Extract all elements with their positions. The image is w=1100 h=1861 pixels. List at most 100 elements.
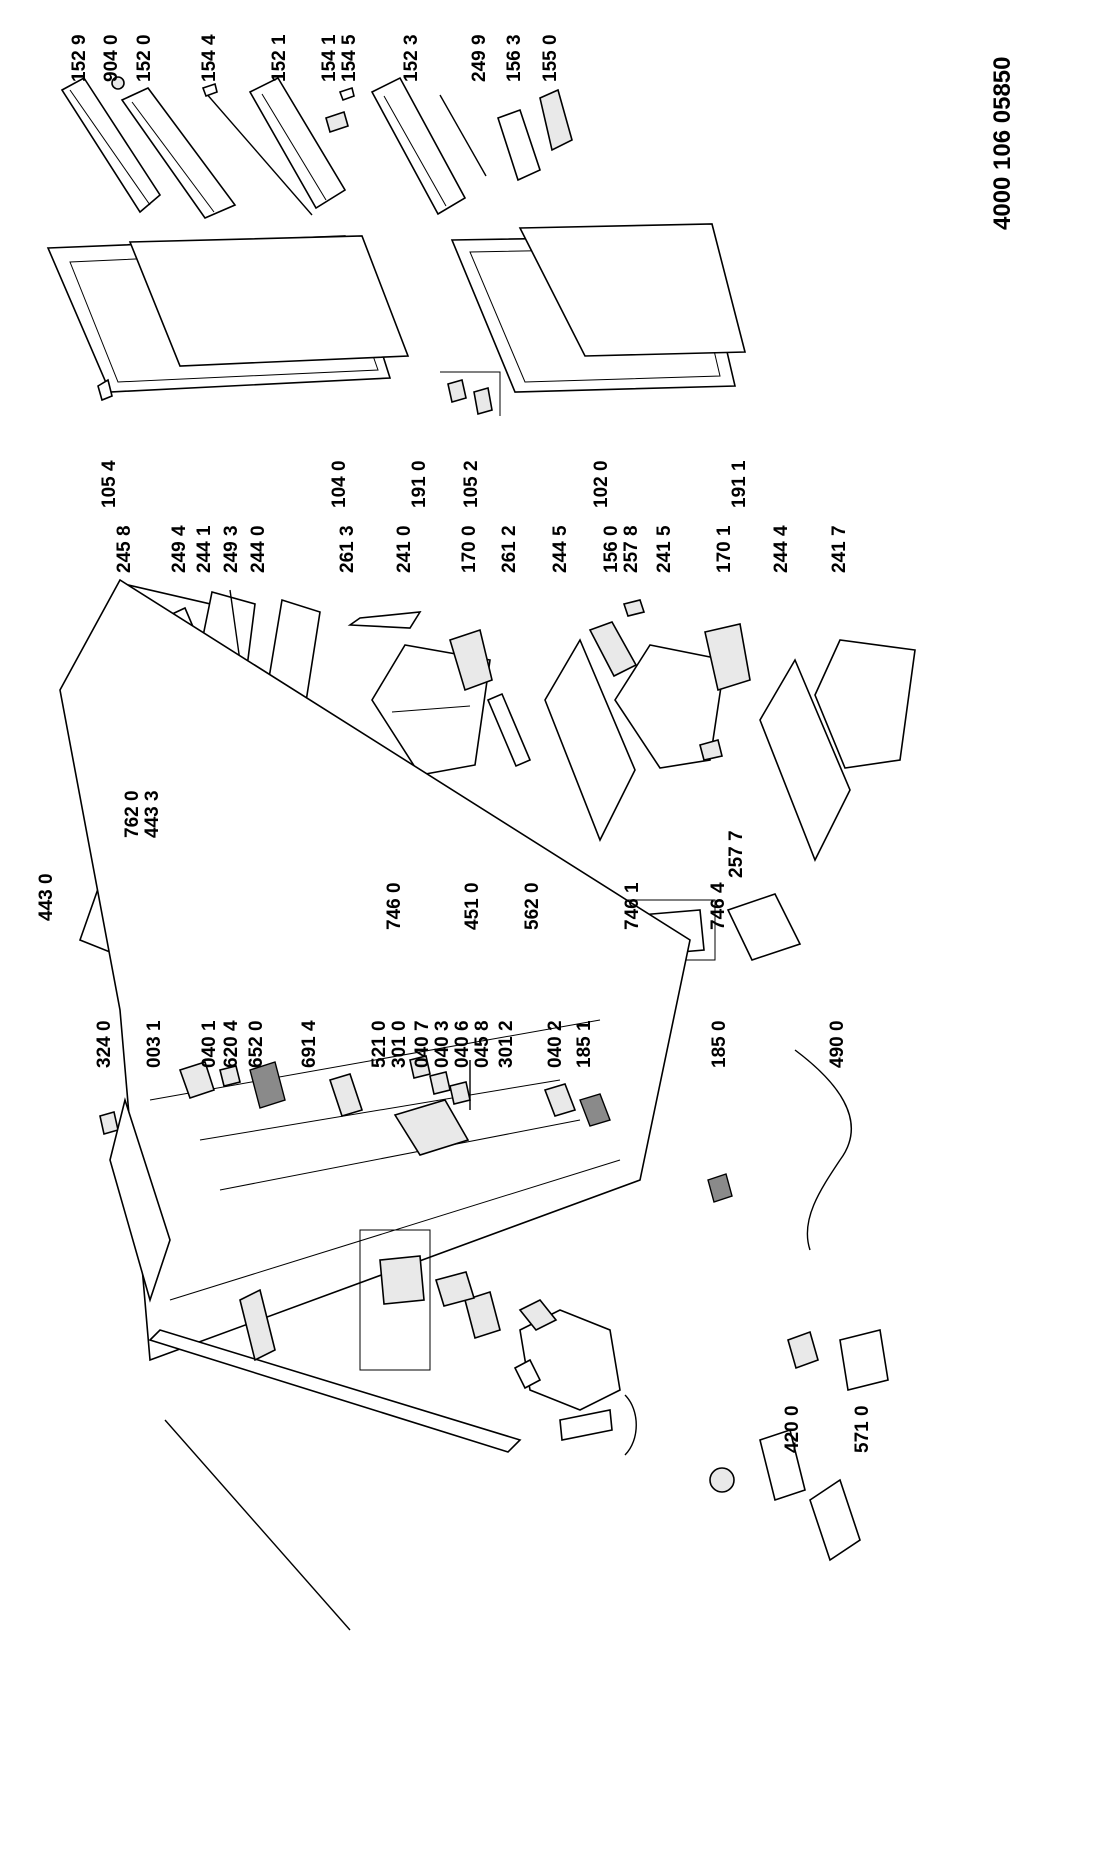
part-1545 [338,86,355,102]
callout-2444: 244 4 [771,525,792,573]
part-1701 [704,623,751,692]
callout-0403: 040 3 [432,1020,453,1068]
part-2577 [699,739,723,761]
part-1052 [440,371,501,416]
glass-cover-2445 [544,638,636,842]
callout-4433: 443 3 [142,790,163,838]
part-0407 [409,1055,431,1079]
callout-2417: 241 7 [829,525,850,573]
callout-4430: 443 0 [36,873,57,921]
part-7813 [513,1358,542,1390]
door-gasket-1911 [518,223,747,357]
part-1544 [201,82,313,216]
part-1550 [539,88,573,152]
callout-1911: 191 1 [729,460,750,508]
part-2499 [439,94,487,177]
part-1054 [97,378,113,402]
callout-0458: 045 8 [472,1020,493,1068]
callout-3240: 324 0 [94,1020,115,1068]
callout-1545: 154 5 [339,34,360,82]
callout-1521: 152 1 [269,34,290,82]
part-1563 [497,108,541,182]
callout-1851: 185 1 [574,1020,595,1068]
callout-0406: 040 6 [452,1020,473,1068]
door-gasket-1910 [128,235,410,367]
drawer-2415 [614,644,726,769]
callout-1529: 152 9 [69,34,90,82]
part-6430 [434,1271,476,1307]
part-2578 [622,599,646,617]
part-6140 [709,1467,735,1493]
callout-1910: 191 0 [409,460,430,508]
callout-2410: 241 0 [394,525,415,573]
rail-2612 [486,692,532,768]
callout-2613a: 261 3 [337,525,358,573]
door-shelf-1520 [120,87,237,219]
panel-0031 [109,1097,171,1303]
callout-1544: 154 4 [199,34,220,82]
part-1851 [579,1093,611,1127]
door-shelf-1523 [370,76,467,216]
callout-0401: 040 1 [199,1020,220,1068]
callout-0031: 003 1 [144,1020,165,1068]
callout-6520: 652 0 [246,1020,267,1068]
part-0408 [464,1290,501,1340]
callout-2441: 244 1 [194,525,215,573]
callout-6914: 691 4 [299,1020,320,1068]
callout-4510: 451 0 [462,882,483,930]
cabinet [59,578,691,1362]
callout-3012: 301 2 [496,1020,517,1068]
part-6520 [249,1061,286,1109]
callout-1701: 170 1 [714,525,735,573]
callout-1052: 105 2 [461,460,482,508]
part-1541 [325,110,349,134]
part-6914 [328,1073,364,1117]
document-number: 4000 106 05850 [989,56,1016,230]
callout-0402: 040 2 [545,1020,566,1068]
callout-2440: 244 0 [248,525,269,573]
door-shelf-1529 [60,76,162,214]
door-shelf-1521 [248,76,347,210]
callout-5620: 562 0 [522,882,543,930]
callout-2445: 244 5 [550,525,571,573]
callout-2499a: 249 9 [469,34,490,82]
part-2613 [347,611,422,629]
power-cord-4900 [794,1049,852,1251]
part-0403 [429,1071,451,1095]
part-3240 [99,1110,119,1136]
callout-0407: 040 7 [412,1020,433,1068]
callout-1520: 152 0 [134,34,155,82]
callout-1560: 156 0 [601,525,622,573]
callout-7620: 762 0 [122,790,143,838]
callout-2458: 245 8 [114,525,135,573]
callout-2493: 249 3 [221,525,242,573]
part-9932 [239,1288,276,1362]
part-6917 [359,1229,431,1371]
callout-4900: 490 0 [827,1020,848,1068]
part-4200 [787,1330,819,1370]
callout-1541: 154 1 [319,34,340,82]
callout-1054: 105 4 [99,460,120,508]
callout-1700: 170 0 [459,525,480,573]
part-4910 [759,1428,806,1502]
part-1850 [707,1173,733,1203]
callout-2415: 241 5 [654,525,675,573]
compressor-4020 [519,1309,621,1411]
tube-7836 [624,1394,637,1456]
control-board-5210 [393,1099,470,1156]
drawer-2417 [814,639,916,769]
condenser-7400 [148,1329,522,1453]
callout-2577: 257 7 [726,830,747,878]
callout-1550: 155 0 [540,34,561,82]
part-1700 [449,628,493,692]
callout-4200: 420 0 [782,1405,803,1453]
part-9040 [111,76,125,90]
callout-1040: 104 0 [329,460,350,508]
callout-3010: 301 0 [389,1020,410,1068]
ice-tray-1560 [588,621,638,678]
callout-7460: 746 0 [384,882,405,930]
callout-5210: 521 0 [369,1020,390,1068]
